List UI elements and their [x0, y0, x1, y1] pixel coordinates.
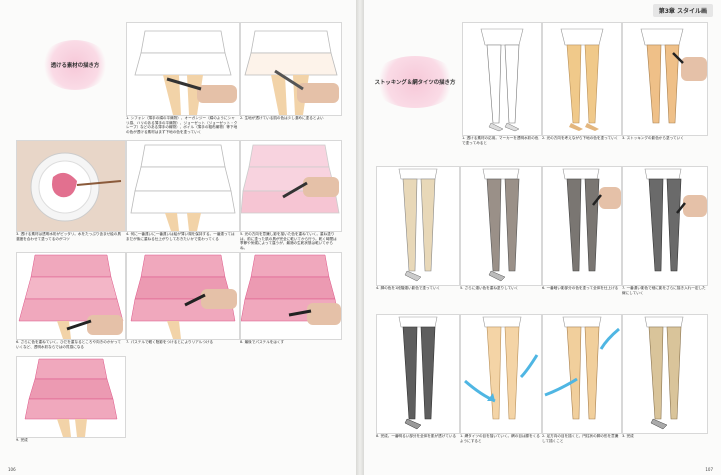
skirt-illustration — [241, 254, 341, 325]
stocking-step-image-3 — [622, 22, 708, 136]
skirt-illustration — [130, 254, 237, 339]
stocking-step-image-1 — [462, 22, 542, 136]
fishnet-step-image-3 — [622, 314, 708, 434]
step-image-1 — [126, 22, 240, 116]
legs-illustration — [562, 168, 621, 272]
stocking-step-caption-2: 2. 光の方向を考えながら下地の色を塗っていく — [542, 136, 619, 140]
section-title: ストッキング＆網タイツの描き方 — [374, 80, 456, 86]
skirt-illustration — [130, 144, 236, 231]
fishnet-step-image-2 — [542, 314, 622, 434]
fishnet-step-image-1 — [460, 314, 542, 434]
legs-illustration — [480, 28, 524, 132]
fishnet-step-caption-2: 2. 足方向の目を描くと、円柱状の脚の形を意識して描くこと — [542, 434, 619, 443]
stocking-step-caption-6: 6. 一番暗い影部分の色を塗って全体を仕上げる — [542, 286, 619, 290]
fishnet-legs-illustration — [644, 316, 684, 430]
fishnet-step-caption-1: 1. 網タイツの目を描いていく。網の目は膝をくるようにすると — [460, 434, 540, 443]
paint-palette-photo — [30, 152, 122, 222]
fishnet-legs-illustration — [464, 316, 539, 420]
legs-illustration — [644, 168, 707, 272]
step-caption-8: 8. 最後でパステルをはくす — [240, 340, 285, 344]
legs-illustration — [640, 28, 707, 124]
step-image-9 — [16, 356, 126, 438]
stocking-step-image-4 — [376, 166, 460, 286]
stocking-step-caption-1: 1. 透ける素材の応用。マーカーを透明水彩の色で塗ってみると — [462, 136, 539, 145]
step-image-2 — [240, 22, 342, 116]
step-image-8 — [240, 252, 342, 340]
fishnet-legs-illustration — [544, 316, 620, 420]
skirt-illustration — [134, 30, 237, 115]
section-badge-stockings: ストッキング＆網タイツの描き方 — [372, 56, 458, 108]
skirt-illustration — [244, 30, 339, 115]
stocking-step-caption-3: 3. ストッキングの影色から塗っていく — [622, 136, 684, 140]
stocking-step-image-5 — [460, 166, 542, 286]
page-number-left: 106 — [8, 467, 16, 472]
legs-illustration — [398, 168, 438, 282]
step-image-5 — [240, 140, 342, 232]
legs-illustration — [398, 316, 438, 430]
step-image-3 — [16, 140, 126, 232]
step-caption-2: 2. 生地が透けている肌の色は少し濃めに塗るとよい — [240, 116, 324, 120]
fishnet-step-caption-3: 3. 完成 — [622, 434, 634, 438]
stocking-step-caption-4: 4. 脚の色を1段階濃い影色で塗っていく — [376, 286, 441, 290]
legs-illustration — [560, 28, 604, 131]
stocking-step-image-8 — [376, 314, 460, 434]
section-badge-sheer: 透ける素材の描き方 — [40, 40, 110, 90]
step-caption-6: 6. さらに色を重ねていく。ひだを重なるところや向きのかかっていくなど、透明水彩… — [16, 340, 122, 349]
legs-illustration — [482, 168, 520, 282]
stocking-step-image-6 — [542, 166, 622, 286]
chapter-label: 第3章 スタイル画 — [652, 4, 713, 17]
step-caption-3: 3. 透ける素材は透明水彩がピッタリ。水をたっぷり含ませ絵の具濃度を合わせて塗っ… — [16, 232, 121, 241]
section-title: 透ける素材の描き方 — [50, 63, 100, 69]
page-number-right: 107 — [705, 467, 713, 472]
stocking-step-caption-5: 5. さらに濃い色を重ね塗りしていく — [460, 286, 519, 290]
book-gutter — [356, 0, 364, 475]
stocking-step-image-2 — [542, 22, 622, 136]
skirt-illustration — [24, 358, 118, 437]
step-image-4 — [126, 140, 240, 232]
stocking-step-image-7 — [622, 166, 708, 286]
stocking-step-caption-8: 8. 完成。一番明るい部分を全体を肌が透けている — [376, 434, 457, 438]
step-caption-9: 9. 完成 — [16, 438, 28, 442]
step-caption-4: 4. 何に一番遠いに一番遠いは絵が薄い湖を保持する。一番遠ってはまだが後に重ねる… — [126, 232, 235, 241]
step-image-7 — [126, 252, 240, 340]
skirt-illustration — [241, 144, 340, 214]
step-image-6 — [16, 252, 126, 340]
stocking-step-caption-7: 7. 一番濃い影色で細に影をさらに描き入れ一定した線にしていく — [622, 286, 706, 295]
step-caption-1: 1. シフォン（薄手の絹の平織物）、オーガンジー（絹のようにシャリ感、ハリのある… — [126, 116, 238, 134]
step-caption-7: 7. パステルで軽く陰影をつけるとによりリアルつける — [126, 340, 214, 344]
skirt-illustration — [18, 254, 124, 339]
step-caption-5: 5. 光の方向を意識し影を描いた色を重ねていく。重ね塗りは、前に塗った肌の具が完… — [240, 232, 337, 250]
